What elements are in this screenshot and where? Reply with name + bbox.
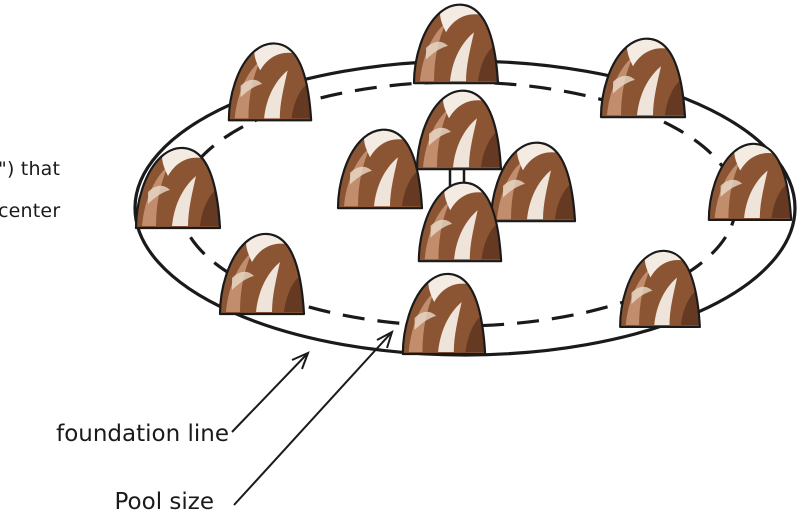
- stone-icon: [227, 42, 313, 122]
- stone-icon: [336, 128, 424, 210]
- foundation-line-pointer: [231, 351, 310, 433]
- stone-icon: [707, 142, 793, 221]
- pool-size-pointer: [233, 329, 394, 506]
- stone-icon: [412, 3, 500, 85]
- cut-off-text-line-1: ") that: [0, 158, 61, 180]
- stone-icon: [599, 37, 687, 119]
- stone-icon: [401, 272, 487, 356]
- stone-icon: [134, 146, 222, 230]
- stone-icon: [415, 89, 503, 171]
- cut-off-text-line-2: center: [0, 200, 61, 222]
- pool-size-label: Pool size: [114, 489, 215, 515]
- foundation-line-label: foundation line: [56, 421, 229, 447]
- stone-icon: [417, 181, 503, 263]
- stone-icon: [619, 249, 701, 328]
- stone-icon: [218, 232, 306, 316]
- stone-icon: [489, 141, 577, 223]
